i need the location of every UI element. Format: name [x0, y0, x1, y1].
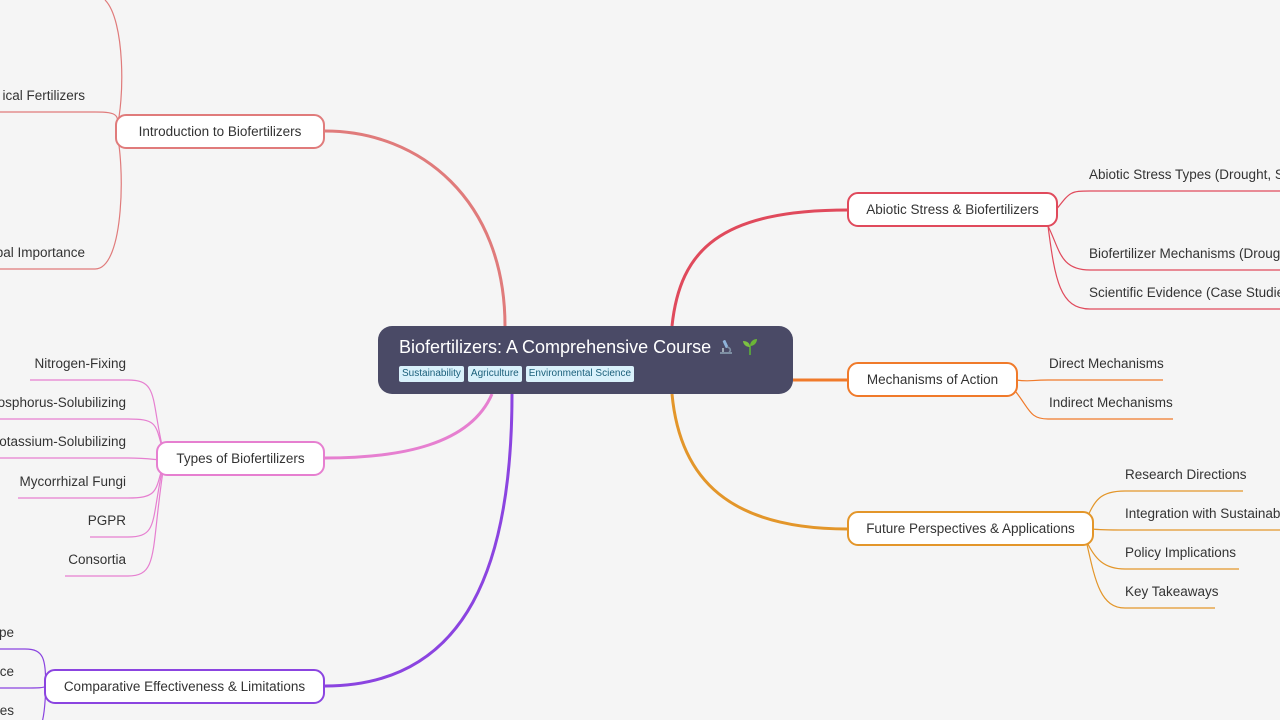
leaf-line-types-3 — [0, 457, 166, 461]
leaf-line-types-1 — [30, 379, 166, 459]
leaf-types-1[interactable]: Nitrogen-Fixing — [34, 356, 126, 371]
connector-abiotic — [670, 208, 849, 327]
branch-mechanisms[interactable]: Mechanisms of Action — [847, 362, 1018, 397]
connector-types — [324, 393, 494, 460]
leaf-line-future-4 — [1085, 539, 1215, 609]
seedling-icon — [743, 339, 758, 355]
leaf-types-3[interactable]: otassium-Solubilizing — [0, 434, 126, 449]
leaf-line-future-2 — [1091, 528, 1280, 531]
leaf-abiotic-1[interactable]: Abiotic Stress Types (Drought, Sa — [1089, 167, 1280, 182]
leaf-intro-2[interactable]: bal Importance — [0, 245, 85, 260]
leaf-types-4[interactable]: Mycorrhizal Fungi — [19, 474, 126, 489]
branch-comparative[interactable]: Comparative Effectiveness & Limitations — [44, 669, 325, 704]
leaf-comp-2[interactable]: ce — [0, 664, 14, 679]
leaf-line-future-3 — [1085, 539, 1239, 570]
central-title: Biofertilizers: A Comprehensive Course — [399, 337, 712, 357]
leaf-mech-1[interactable]: Direct Mechanisms — [1049, 356, 1164, 371]
branch-future[interactable]: Future Perspectives & Applications — [847, 511, 1094, 546]
leaf-comp-3[interactable]: es — [0, 703, 14, 718]
branch-introduction[interactable]: Introduction to Biofertilizers — [115, 114, 325, 149]
tag-environmental-science[interactable]: Environmental Science — [525, 366, 635, 382]
leaf-line-intro-1 — [0, 111, 119, 132]
tag-agriculture[interactable]: Agriculture — [467, 366, 522, 382]
leaf-types-5[interactable]: PGPR — [87, 513, 126, 528]
branch-abiotic-stress[interactable]: Abiotic Stress & Biofertilizers — [847, 192, 1058, 227]
leaf-line-types-6 — [65, 457, 166, 577]
leaf-types-6[interactable]: Consortia — [68, 552, 126, 567]
leaf-types-2[interactable]: osphorus-Solubilizing — [0, 395, 126, 410]
leaf-line-types-5 — [90, 457, 166, 538]
tag-list: Sustainability Agriculture Environmental… — [399, 366, 793, 382]
leaf-abiotic-3[interactable]: Scientific Evidence (Case Studies — [1089, 285, 1280, 300]
leaf-future-4[interactable]: Key Takeaways — [1125, 584, 1219, 599]
central-topic[interactable]: Biofertilizers: A Comprehensive Course S… — [378, 326, 793, 394]
leaf-line-comp-2 — [0, 685, 47, 689]
tag-sustainability[interactable]: Sustainability — [399, 366, 464, 382]
connector-future — [670, 393, 849, 531]
leaf-line-abiotic-1 — [1055, 190, 1280, 211]
leaf-line-abiotic-3 — [1047, 225, 1280, 310]
leaf-line-intro-top — [104, 0, 123, 132]
leaf-future-2[interactable]: Integration with Sustainab — [1125, 506, 1280, 521]
leaf-comp-1[interactable]: pe — [0, 625, 14, 640]
branch-types[interactable]: Types of Biofertilizers — [156, 441, 325, 476]
leaf-future-3[interactable]: Policy Implications — [1125, 545, 1237, 560]
leaf-line-abiotic-2 — [1047, 225, 1280, 271]
leaf-intro-1[interactable]: ical Fertilizers — [2, 88, 85, 103]
connector-introduction — [324, 129, 507, 327]
leaf-line-mech-2 — [1015, 391, 1173, 420]
leaf-mech-2[interactable]: Indirect Mechanisms — [1049, 395, 1173, 410]
connector-comparative — [324, 393, 514, 688]
leaf-abiotic-2[interactable]: Biofertilizer Mechanisms (Droug — [1089, 246, 1280, 261]
leaf-line-mech-1 — [1015, 379, 1163, 382]
leaf-future-1[interactable]: Research Directions — [1125, 467, 1247, 482]
microscope-icon — [720, 340, 733, 354]
